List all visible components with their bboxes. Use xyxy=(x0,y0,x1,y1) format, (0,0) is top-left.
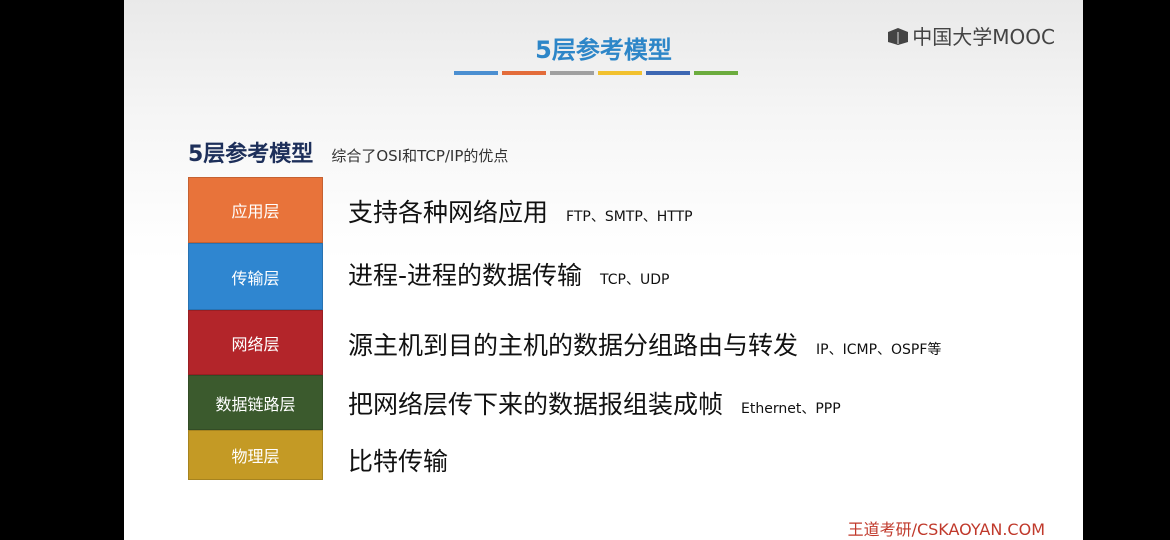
title-underline-yellow xyxy=(598,71,642,75)
layer-physical-desc: 比特传输 xyxy=(348,442,466,478)
layer-application-desc: 支持各种网络应用 FTP、SMTP、HTTP xyxy=(348,193,693,229)
layer-application-function: 支持各种网络应用 xyxy=(348,198,549,227)
layer-application: 应用层 xyxy=(188,177,323,243)
layer-data-link-protocols: Ethernet、PPP xyxy=(741,401,841,417)
mooc-watermark: 中国大学MOOC xyxy=(886,21,1055,50)
model-heading: 5层参考模型 综合了OSI和TCP/IP的优点 xyxy=(188,136,508,168)
slide: 5层参考模型 中国大学MOOC 5层参考模型 综合了OSI和TCP/IP的优点 … xyxy=(124,0,1083,540)
layer-network: 网络层 xyxy=(188,310,323,375)
model-heading-subtitle: 综合了OSI和TCP/IP的优点 xyxy=(331,147,509,165)
layer-transport: 传输层 xyxy=(188,243,323,310)
layer-network-function: 源主机到目的主机的数据分组路由与转发 xyxy=(348,331,799,360)
title-underline-orange xyxy=(502,71,546,75)
slide-title: 5层参考模型 xyxy=(535,36,672,64)
layer-network-desc: 源主机到目的主机的数据分组路由与转发 IP、ICMP、OSPF等 xyxy=(348,326,941,362)
layer-transport-function: 进程-进程的数据传输 xyxy=(348,261,583,290)
layer-physical-function: 比特传输 xyxy=(348,447,449,476)
layer-transport-protocols: TCP、UDP xyxy=(600,272,670,288)
cskaoyan-watermark: 王道考研/CSKAOYAN.COM xyxy=(847,520,1045,539)
layer-network-protocols: IP、ICMP、OSPF等 xyxy=(816,342,942,358)
layer-data-link-desc: 把网络层传下来的数据报组装成帧 Ethernet、PPP xyxy=(348,385,841,421)
title-underline-darkblue xyxy=(646,71,690,75)
layer-application-protocols: FTP、SMTP、HTTP xyxy=(566,209,693,225)
mooc-logo-icon xyxy=(888,27,909,45)
mooc-watermark-text: 中国大学MOOC xyxy=(912,25,1055,49)
title-underline-blue xyxy=(454,71,498,75)
layer-data-link: 数据链路层 xyxy=(188,375,323,430)
layer-data-link-function: 把网络层传下来的数据报组装成帧 xyxy=(348,390,724,419)
layer-physical: 物理层 xyxy=(188,430,323,480)
layer-transport-desc: 进程-进程的数据传输 TCP、UDP xyxy=(348,256,669,292)
model-heading-title: 5层参考模型 xyxy=(188,142,314,167)
title-underline-green xyxy=(694,71,738,75)
title-underline-gray xyxy=(550,71,594,75)
